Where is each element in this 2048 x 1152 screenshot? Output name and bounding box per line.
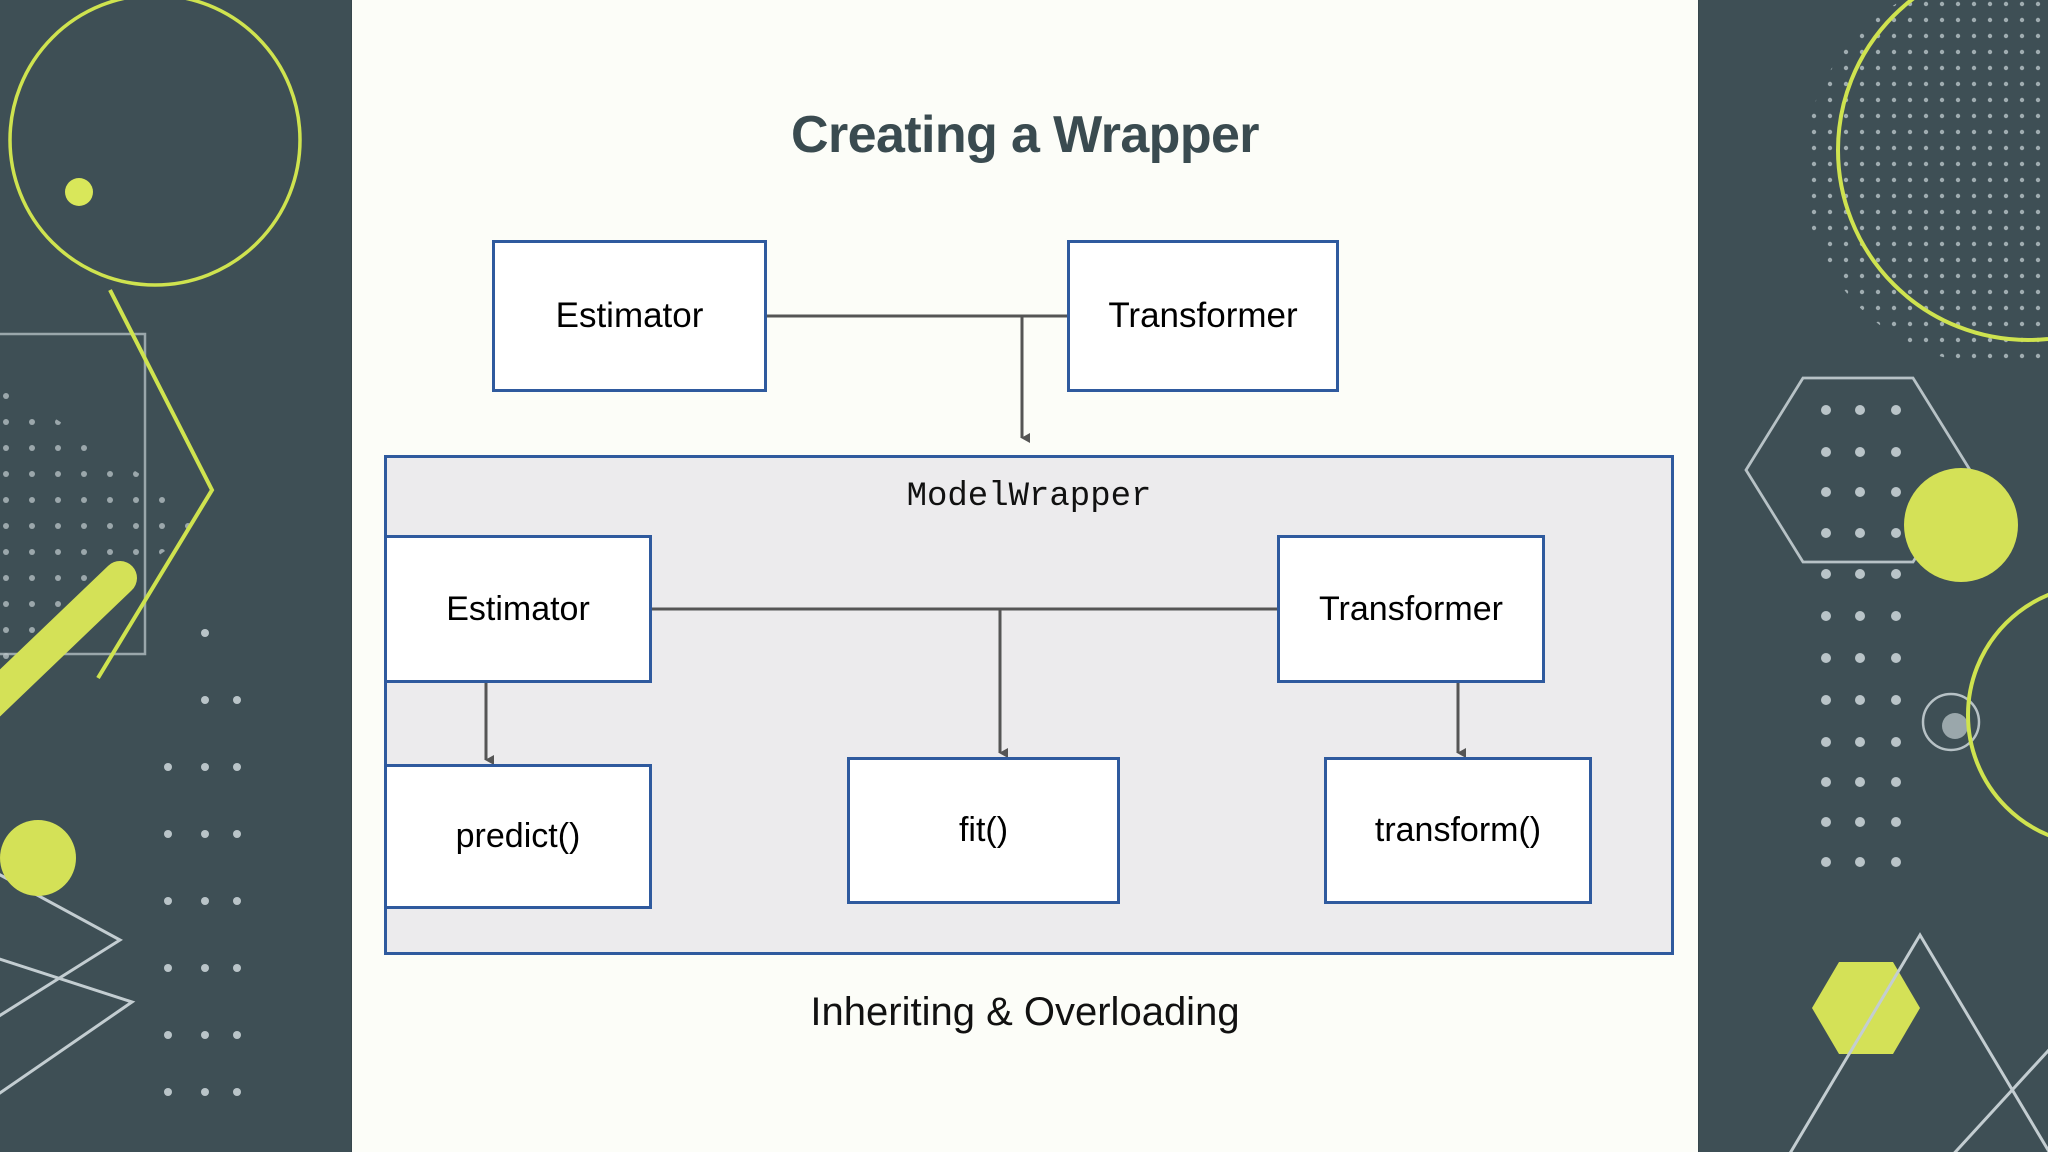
slide-content-card: Creating a Wrapper ModelWrapper — [352, 0, 1698, 1152]
chevron-lime-thin — [96, 289, 215, 680]
diagonal-bar-lime-thick — [0, 561, 137, 717]
node-transform[interactable]: transform() — [1324, 757, 1592, 904]
dot-lime-small — [65, 178, 93, 206]
chevron-lines-white — [1789, 932, 2048, 1152]
halftone-dot-disc — [1803, 0, 2048, 365]
node-fit[interactable]: fit() — [847, 757, 1120, 904]
page-title: Creating a Wrapper — [791, 106, 1260, 164]
circle-lime-filled — [0, 820, 76, 896]
dot-grid-3col — [1821, 405, 1901, 867]
node-estimator-top[interactable]: Estimator — [492, 240, 767, 392]
node-label: Transformer — [1319, 589, 1503, 628]
left-decoration-panel — [0, 0, 352, 1152]
node-transformer-top[interactable]: Transformer — [1067, 240, 1339, 392]
node-label: transform() — [1374, 811, 1542, 849]
node-transformer-inner[interactable]: Transformer — [1277, 535, 1545, 683]
circle-lime-filled — [1904, 468, 2018, 582]
circle-outline-lime-small — [1966, 592, 2048, 838]
circle-outline-lime — [8, 0, 302, 287]
left-decoration-graphics — [0, 0, 302, 1096]
modelwrapper-label: ModelWrapper — [906, 478, 1152, 516]
circle-outline-lime — [1836, 0, 2048, 342]
ring-with-dot — [1921, 692, 1981, 752]
hexagon-lime-filled — [1812, 962, 1920, 1054]
node-label: fit() — [958, 811, 1009, 849]
class-diagram: ModelWrapper — [352, 0, 1698, 1152]
node-predict[interactable]: predict() — [384, 764, 652, 909]
node-label: predict() — [455, 817, 581, 855]
chevron-lines-white — [0, 873, 136, 1095]
node-label: Transformer — [1108, 296, 1298, 335]
right-decoration-panel — [1698, 0, 2048, 1152]
node-label: Estimator — [446, 589, 590, 628]
dot-grid-3col — [164, 629, 241, 1096]
slide-caption: Inheriting & Overloading — [810, 990, 1240, 1034]
node-label: Estimator — [555, 296, 704, 335]
right-decoration-graphics — [1744, 0, 2048, 1152]
node-estimator-inner[interactable]: Estimator — [384, 535, 652, 683]
